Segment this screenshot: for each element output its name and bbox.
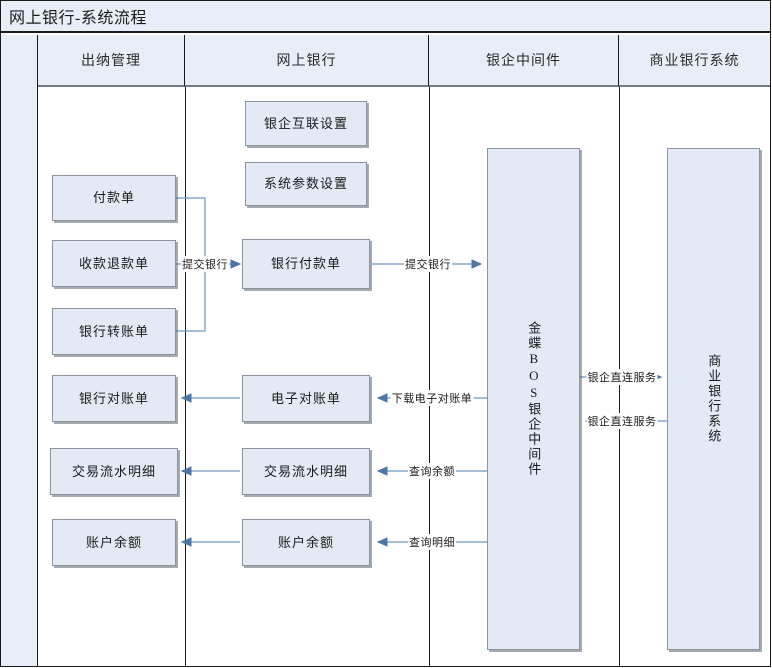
edge-label-download-electronic-statement: 下载电子对账单 bbox=[390, 390, 474, 406]
page-title: 网上银行-系统流程 bbox=[9, 10, 147, 27]
node-system-parameter-setup[interactable]: 系统参数设置 bbox=[245, 162, 367, 206]
left-gutter bbox=[1, 35, 38, 666]
node-label: 付款单 bbox=[92, 190, 135, 206]
lane-header-label: 银企中间件 bbox=[486, 54, 561, 69]
edge-label-query-detail: 查询明细 bbox=[408, 534, 456, 550]
node-bank-statement[interactable]: 银行对账单 bbox=[52, 375, 176, 422]
node-label: 银企互联设置 bbox=[263, 115, 348, 131]
node-label: 电子对账单 bbox=[270, 390, 341, 406]
node-commercial-bank-system[interactable]: 商业银行系统 bbox=[667, 148, 760, 650]
lane-header-label: 出纳管理 bbox=[81, 54, 141, 69]
node-receipt-refund-voucher[interactable]: 收款退款单 bbox=[52, 240, 176, 287]
lane-header-label: 网上银行 bbox=[276, 54, 337, 69]
edge-label-direct-connect-service-in: 银企直连服务 bbox=[586, 413, 658, 429]
node-label: 金蝶BOS银企中间件 bbox=[526, 321, 542, 477]
lane-header-cash-management: 出纳管理 bbox=[38, 35, 185, 87]
edge-label-submit-bank-left: 提交银行 bbox=[181, 256, 229, 272]
node-transaction-detail-online[interactable]: 交易流水明细 bbox=[242, 448, 370, 495]
node-bank-payment-voucher[interactable]: 银行付款单 bbox=[242, 239, 370, 289]
node-label: 账户余额 bbox=[85, 534, 142, 550]
node-label: 银行转账单 bbox=[78, 323, 149, 339]
node-account-balance[interactable]: 账户余额 bbox=[52, 519, 176, 566]
node-transaction-detail[interactable]: 交易流水明细 bbox=[50, 448, 178, 495]
node-label: 银行付款单 bbox=[270, 256, 341, 272]
node-label: 账户余额 bbox=[277, 534, 334, 550]
node-bank-transfer-voucher[interactable]: 银行转账单 bbox=[52, 308, 176, 355]
lane-header-commercial-bank: 商业银行系统 bbox=[619, 35, 770, 87]
node-label: 银行对账单 bbox=[78, 390, 149, 406]
edge-label-direct-connect-service-out: 银企直连服务 bbox=[586, 369, 658, 385]
node-electronic-statement[interactable]: 电子对账单 bbox=[242, 375, 370, 422]
node-kingdee-bos-middleware[interactable]: 金蝶BOS银企中间件 bbox=[487, 148, 580, 650]
lane-divider-1 bbox=[185, 87, 186, 666]
node-account-balance-online[interactable]: 账户余额 bbox=[242, 519, 370, 566]
node-label: 交易流水明细 bbox=[263, 463, 348, 479]
lane-header-online-bank: 网上银行 bbox=[185, 35, 429, 87]
edge-label-query-balance: 查询余额 bbox=[408, 463, 456, 479]
edge-label-submit-bank-right: 提交银行 bbox=[404, 256, 452, 272]
node-label: 系统参数设置 bbox=[263, 176, 348, 192]
node-label: 交易流水明细 bbox=[71, 463, 156, 479]
node-payment-voucher[interactable]: 付款单 bbox=[52, 175, 176, 221]
node-bank-enterprise-setup[interactable]: 银企互联设置 bbox=[245, 101, 367, 146]
diagram-title-bar: 网上银行-系统流程 bbox=[1, 1, 770, 33]
lane-header-middleware: 银企中间件 bbox=[429, 35, 619, 87]
node-label: 收款退款单 bbox=[78, 255, 149, 271]
lane-header-label: 商业银行系统 bbox=[649, 54, 740, 69]
lane-divider-2 bbox=[429, 87, 430, 666]
node-label: 商业银行系统 bbox=[706, 354, 722, 444]
